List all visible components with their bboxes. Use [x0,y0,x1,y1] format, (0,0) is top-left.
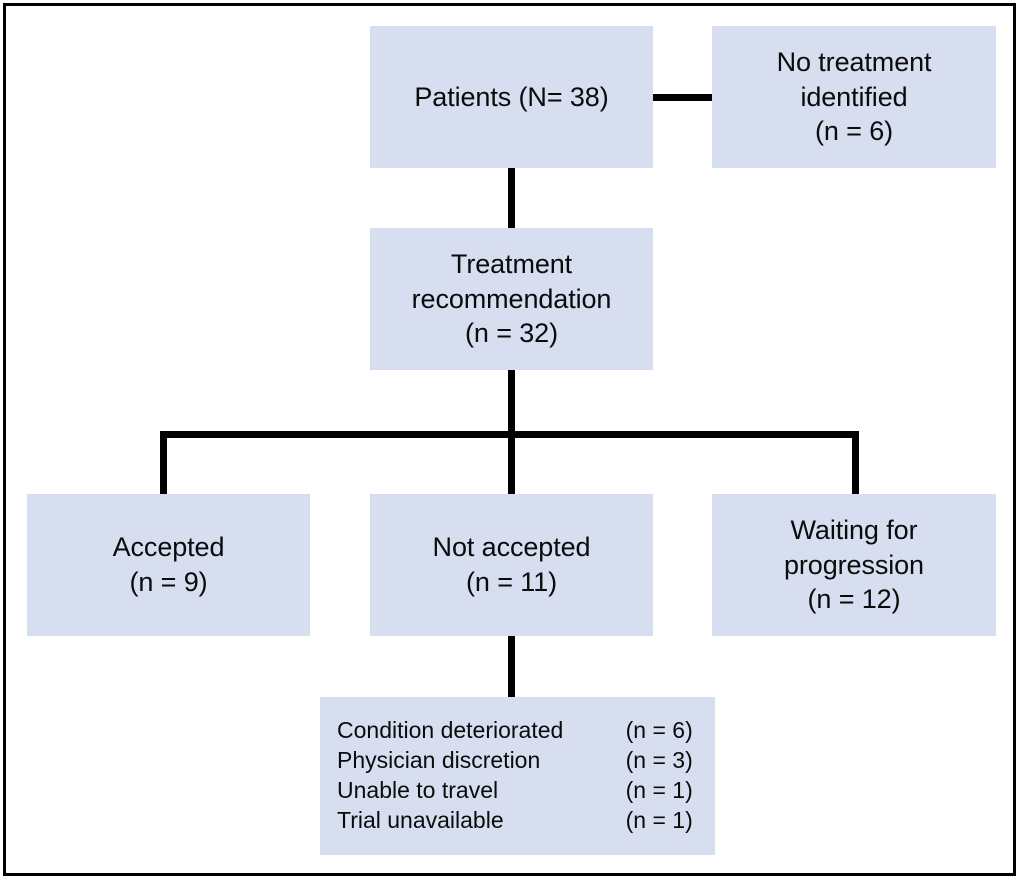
table-row: Unable to travel (n = 1) [337,775,703,805]
table-row: Trial unavailable (n = 1) [337,805,703,835]
node-waiting-line-2: progression [784,549,924,580]
connector-drop-accepted [160,431,167,494]
node-accepted-line-2: (n = 9) [129,567,208,597]
node-no-treatment-line-3: (n = 6) [814,116,894,147]
node-patients-line-1: Patients (N= 38) [414,81,609,112]
node-no-treatment-line-2: identified [800,81,908,112]
connector-not-accepted-to-reasons [508,636,515,697]
reason-label: Unable to travel [337,777,499,804]
node-not-accepted[interactable]: Not accepted (n = 11) [370,494,653,636]
node-not-accepted-line-2: (n = 11) [466,567,557,597]
reason-count: (n = 6) [625,717,693,743]
node-not-accepted-reasons[interactable]: Condition deteriorated (n = 6) Physician… [320,697,715,855]
reason-label: Condition deteriorated [337,717,564,743]
node-treatment-recommendation[interactable]: Treatment recommendation (n = 32) [370,228,653,370]
connector-drop-not-accepted [508,431,515,494]
table-row: Condition deteriorated (n = 6) [337,715,703,745]
node-waiting-for-progression[interactable]: Waiting for progression (n = 12) [712,494,996,636]
node-accepted-line-1: Accepted [112,532,225,563]
reason-label: Trial unavailable [337,807,504,834]
node-no-treatment-line-1: No treatment [776,47,932,78]
reason-count: (n = 1) [625,807,693,834]
connector-patients-to-treatment [508,168,515,228]
reason-count: (n = 1) [625,777,693,804]
node-treatment-line-2: recommendation [411,283,612,314]
table-row: Physician discretion (n = 3) [337,745,703,775]
node-accepted[interactable]: Accepted (n = 9) [27,494,310,636]
reason-label: Physician discretion [337,747,541,774]
reason-count: (n = 3) [625,747,693,774]
node-not-accepted-line-1: Not accepted [432,532,591,563]
connector-drop-waiting [852,431,859,494]
node-waiting-line-1: Waiting for [790,515,918,546]
reasons-table: Condition deteriorated (n = 6) Physician… [337,715,703,836]
connector-patients-to-no-treatment [653,94,712,101]
node-treatment-line-1: Treatment [450,249,573,280]
reasons-table-body: Condition deteriorated (n = 6) Physician… [337,715,703,836]
connector-treatment-stem-down [508,370,515,434]
node-waiting-line-3: (n = 12) [807,584,901,615]
node-no-treatment-identified[interactable]: No treatment identified (n = 6) [712,26,996,168]
node-treatment-line-3: (n = 32) [464,318,558,349]
node-patients[interactable]: Patients (N= 38) [370,26,653,168]
